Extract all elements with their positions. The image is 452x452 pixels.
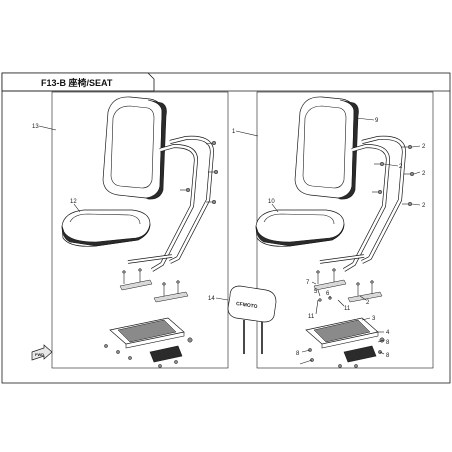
callout-4: 4: [386, 330, 390, 336]
left-slide-rails: [119, 268, 189, 303]
headrest-logo-text: CFMOTO: [236, 301, 258, 310]
callout-8-b: 8: [296, 351, 300, 357]
callout-14: 14: [208, 296, 215, 302]
fwd-label: FWD: [35, 352, 44, 357]
callout-11-b: 11: [344, 306, 351, 312]
callout-7: 7: [306, 280, 310, 286]
right-assembly: [255, 96, 415, 368]
right-slide-rails: [313, 268, 383, 303]
title-tab: F13-B 座椅/SEAT: [1, 72, 450, 92]
outer-frame: [1, 72, 451, 384]
callout-2-e: 2: [366, 300, 370, 306]
callout-2-b: 2: [399, 164, 403, 170]
left-group-box: [51, 91, 229, 369]
leader-lines: [38, 117, 421, 365]
callout-2-c: 2: [422, 171, 426, 177]
callout-numbers: 13 12 1 14 10 9 2 2 2 2 7 5 6 11 11 2 3 …: [32, 118, 426, 359]
right-seat-frame: [319, 135, 407, 272]
left-frame-screws: [180, 140, 219, 205]
left-seat-frame: [127, 135, 215, 272]
callout-2-d: 2: [422, 203, 426, 209]
headrest: CFMOTO: [227, 285, 277, 354]
callout-1: 1: [232, 129, 236, 135]
callout-5: 5: [314, 289, 318, 295]
callout-11-a: 11: [308, 314, 315, 320]
right-seat-cushion: [255, 209, 345, 247]
left-seat-cushion: [61, 209, 151, 247]
callout-3: 3: [372, 316, 376, 322]
fwd-arrow-icon: FWD: [31, 344, 53, 361]
callout-6: 6: [326, 291, 330, 297]
callout-8-a: 8: [386, 340, 390, 346]
right-base-plate: [305, 317, 385, 368]
right-seat-back: [294, 96, 359, 200]
left-seat-back: [102, 96, 167, 200]
left-base-plate: [104, 317, 193, 368]
callout-10: 10: [268, 199, 275, 205]
callout-8-c: 8: [386, 353, 390, 359]
callout-9: 9: [375, 118, 379, 124]
right-frame-screws: [372, 144, 415, 207]
diagram-title: F13-B 座椅/SEAT: [41, 77, 113, 88]
left-assembly: [61, 96, 219, 368]
callout-12: 12: [70, 199, 77, 205]
callout-13: 13: [32, 124, 39, 130]
callout-2-a: 2: [422, 144, 426, 150]
